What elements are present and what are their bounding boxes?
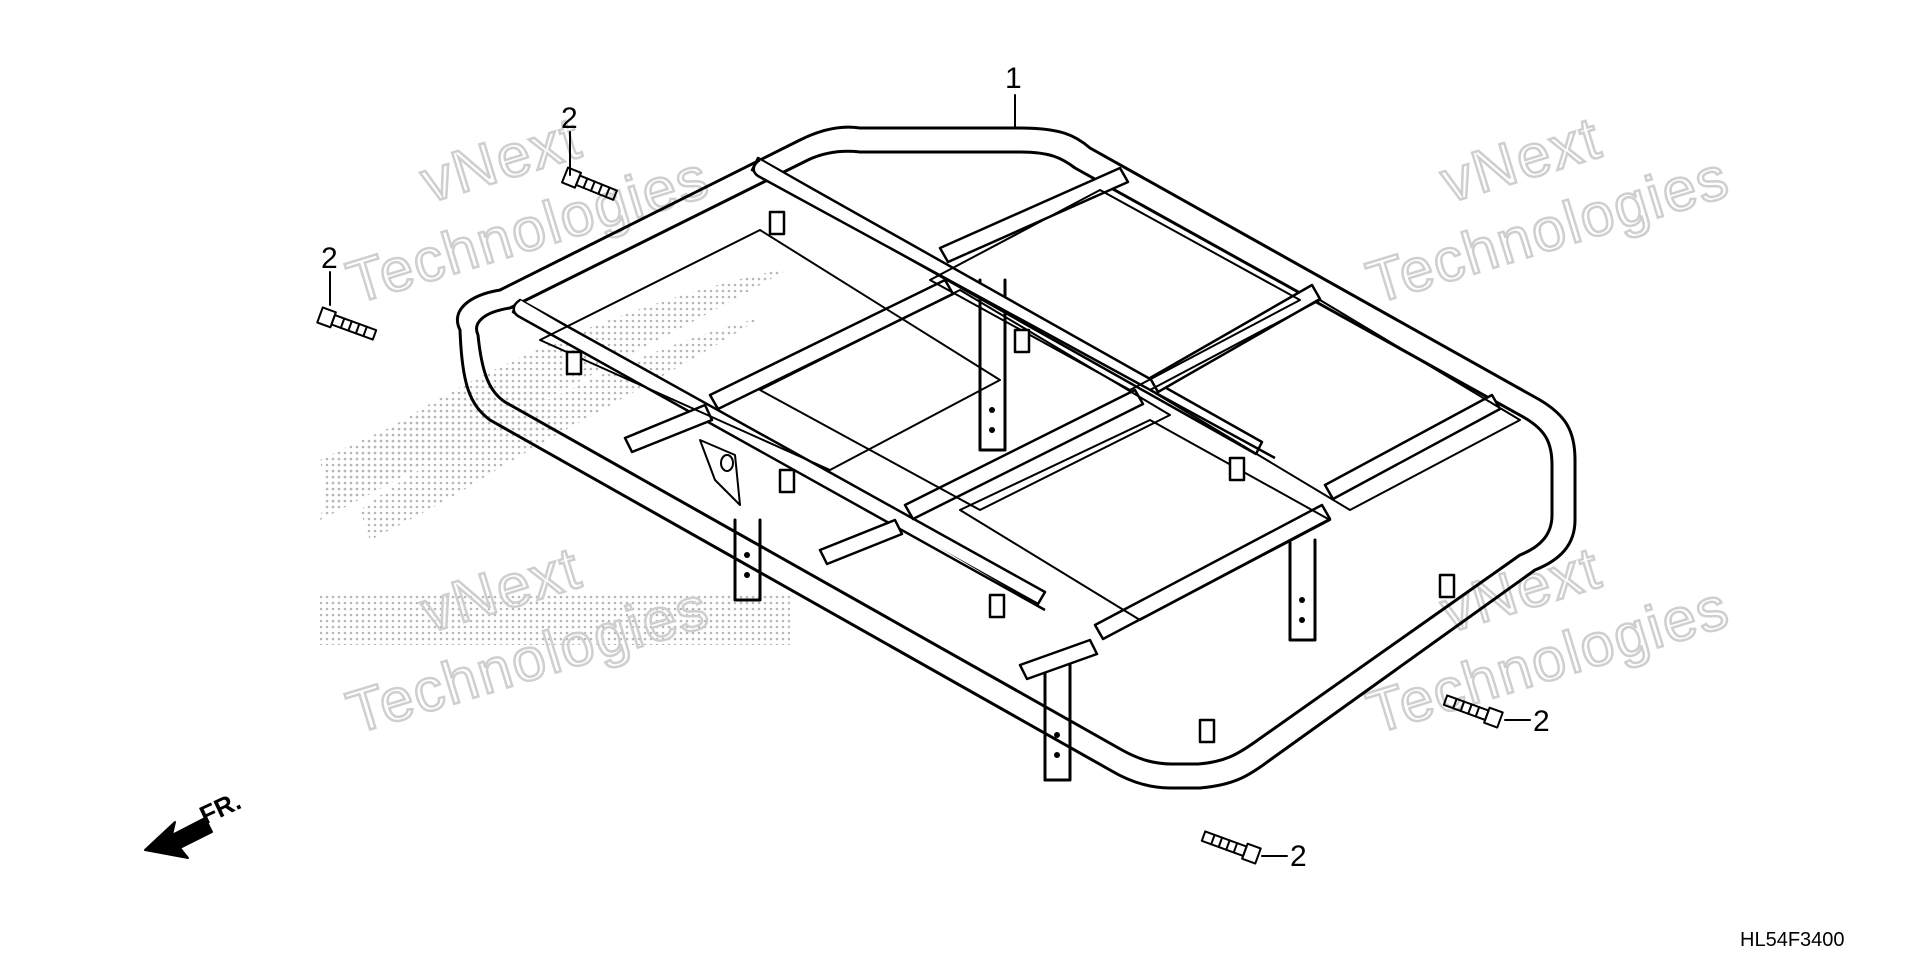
rack-inner-tube bbox=[475, 149, 1554, 766]
callout-bolt-right: 2 bbox=[1533, 705, 1550, 738]
callout-bolt-left: 2 bbox=[321, 242, 338, 275]
honda-wing-logo-icon bbox=[320, 268, 790, 645]
rack-tabs bbox=[565, 210, 1456, 744]
rack-outer-tube bbox=[456, 125, 1577, 790]
callout-leaders bbox=[329, 94, 1531, 857]
flange-bolt-icon bbox=[316, 306, 378, 341]
callout-bolt-bottom: 2 bbox=[1290, 840, 1307, 873]
callout-bolt-top: 2 bbox=[561, 102, 578, 135]
flange-bolt-icon bbox=[1442, 694, 1504, 729]
flange-bolt-icon bbox=[1200, 830, 1262, 865]
callout-rack: 1 bbox=[1005, 62, 1022, 95]
front-direction-arrow-icon bbox=[144, 817, 213, 859]
flange-bolt-icon bbox=[561, 166, 618, 201]
rear-carrier-rack bbox=[456, 125, 1577, 790]
watermark-top-right: vNext Technologies bbox=[1358, 102, 1738, 317]
diagram-code: HL54F3400 bbox=[1740, 929, 1845, 951]
rack-cross-bars bbox=[623, 166, 1502, 681]
watermark-top-left: vNext Technologies bbox=[338, 102, 718, 317]
